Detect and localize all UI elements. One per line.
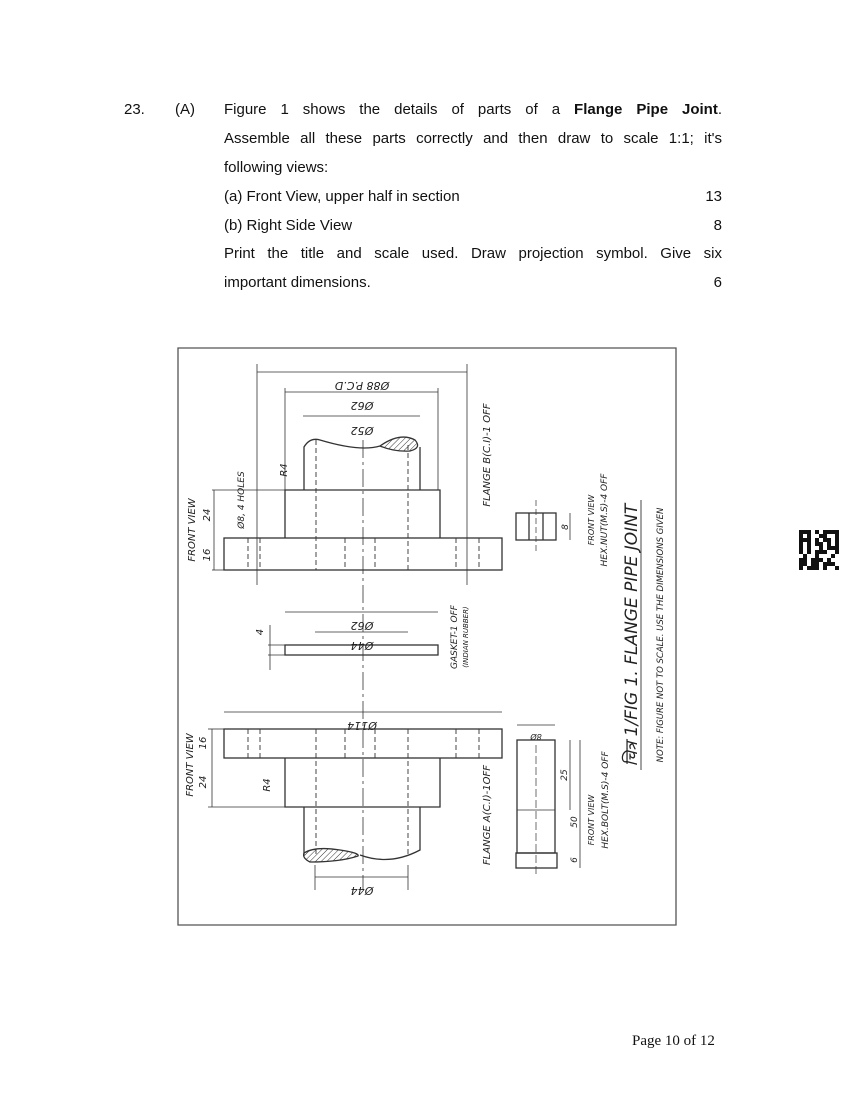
item-b-label: (b) Right Side View [224,217,353,234]
hex-nut: 8 FRONT VIEW HEX.NUT(M.S)-4 OFF [515,473,610,567]
gasket-dim-4: 4 [255,629,266,635]
flange-b-radius: R4 [279,463,290,476]
flange-b-dim-24: 24 [202,509,213,522]
nut-label: HEX.NUT(M.S)-4 OFF [600,473,610,567]
flange-a-view: FRONT VIEW [185,732,196,796]
question-number: 23. [124,101,145,118]
flange-b-label: FLANGE B(C.I)-1 OFF [482,403,493,506]
bolt-dim-dia: 8Ø [530,732,542,742]
flange-b-dim-62: Ø62 [351,399,375,412]
flange-b-dim-16: 16 [202,549,213,562]
flange-b-dim-52: Ø52 [351,424,375,437]
item-b-marks: 8 [713,217,722,234]
flange-a-dim-44: Ø44 [351,884,375,897]
bolt-view: FRONT VIEW [587,794,596,846]
item-a-marks: 13 [705,188,722,205]
gasket: Ø62 Ø44 4 GASKET-1 OFF (INDIAN RUBBER) [255,604,470,670]
flange-a-label: FLANGE A(C.I)-1OFF [482,765,493,865]
flange-a: Ø114 Ø44 R4 FRONT VIEW 16 24 FLANGE A(C.… [185,711,503,897]
bolt-dim-6: 6 [570,857,580,863]
flange-b-view: FRONT VIEW [187,497,198,561]
drawing-border [177,347,677,926]
bolt-dim-50: 50 [570,816,580,828]
question-line-1: Figure 1 shows the details of parts of a… [224,101,723,118]
hex-bolt: 8Ø 25 50 6 FRONT VIEW HEX.BOLT(M.S)-4 OF… [515,724,611,875]
page-number: Page 10 of 12 [632,1033,715,1049]
gasket-label: GASKET-1 OFF [450,604,460,669]
figure-note: NOTE: FIGURE NOT TO SCALE. USE THE DIMEN… [656,507,666,762]
flange-b-dim-pcd: Ø88 P.C.D [335,379,390,392]
flange-b-holes: Ø8, 4 HOLES [236,471,247,530]
line-5-marks: 6 [713,274,722,291]
flange-a-radius: R4 [262,778,273,791]
flange-a-dim-24: 24 [198,776,209,789]
nut-view: FRONT VIEW [587,494,596,546]
gasket-dim-44: Ø44 [351,639,375,652]
nut-dim-8: 8 [561,524,571,530]
question-line-2: Assemble all these parts correctly and t… [224,130,722,147]
gasket-material: (INDIAN RUBBER) [462,606,470,668]
gasket-dim-62: Ø62 [351,619,375,632]
question-line-5: important dimensions. [224,274,371,291]
figure-title: चित्र 1/FIG 1. FLANGE PIPE JOINT [621,502,642,766]
bolt-dim-25: 25 [560,769,570,781]
flange-b: Ø88 P.C.D Ø62 Ø52 R4 Ø8, 4 HOLES FRONT V… [187,364,503,585]
question-line-4: Print the title and scale used. Draw pro… [224,245,722,262]
qr-code [799,530,839,570]
question-line-3: following views: [224,159,329,176]
flange-a-dim-16: 16 [198,737,209,750]
item-a-label: (a) Front View, upper half in section [224,188,460,205]
question-part: (A) [175,101,195,118]
bolt-label: HEX.BOLT(M.S)-4 OFF [601,751,611,849]
flange-a-dim-114: Ø114 [347,719,378,732]
